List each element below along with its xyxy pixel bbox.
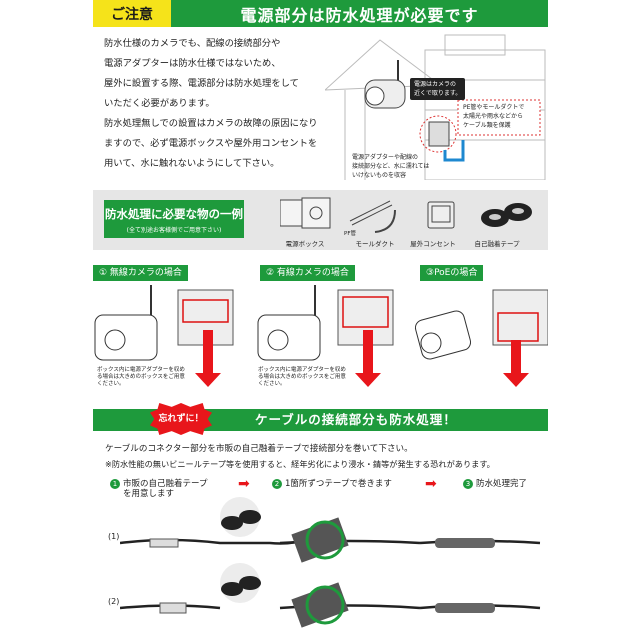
step-text: 市販の自己融着テープ (123, 479, 208, 489)
junction-box-icon (492, 289, 548, 346)
note-line: る場合は大きめのボックスをご用意 (97, 374, 185, 380)
step-text: を用意します (123, 489, 175, 499)
reminder-burst: 忘れずに！ (150, 403, 212, 435)
step-2: 2 1箇所ずつテープで巻きます (272, 479, 392, 489)
note-line: る場合は大きめのボックスをご用意 (258, 374, 346, 380)
item-power-box: 電源ボックス (285, 240, 325, 248)
intro-line: 用いて、水に触れないようにして下さい。 (104, 158, 280, 169)
item-mall-duct: モールダクト (355, 240, 395, 248)
note-line: ボックス内に電源アダプターを収め (97, 367, 185, 373)
tape-icon (481, 203, 532, 227)
pipe-note-line: 太陽光や雨水などから (463, 113, 524, 120)
supplies-icons (280, 197, 532, 233)
camera-icon (364, 60, 406, 109)
box-note-line: いけないものを収容 (352, 172, 407, 179)
intro-line: 屋外に設置する際、電源部分は防水処理をして (104, 78, 299, 89)
note-line: ください。 (97, 381, 125, 387)
intro-text: 防水仕様のカメラでも、配線の接続部分や 電源アダプターは防水仕様ではないため、 … (104, 34, 318, 174)
poe-camera-icon (414, 310, 472, 360)
case-wireless-note: ボックス内に電源アダプターを収め る場合は大きめのボックスをご用意 ください。 (97, 367, 185, 388)
step-text: 防水処理完了 (476, 479, 528, 489)
tape-row-2 (120, 563, 541, 628)
arrow-right-icon: ➡ (238, 476, 250, 492)
duct-icon (349, 200, 396, 233)
step-number: 1 (110, 479, 120, 489)
step-number: 3 (463, 479, 473, 489)
case-wired-label: ② 有線カメラの場合 (260, 265, 355, 281)
step-3: 3 防水処理完了 (463, 479, 527, 489)
box-note-line: 接続部分など、水に濡れては (352, 163, 430, 170)
bubble-line: 電源はカメラの (414, 81, 457, 88)
case-poe-label: ③PoEの場合 (420, 265, 484, 281)
supplies-title: 防水処理に必要な物の一例 (全て別途お客様側でご用意下さい) (104, 200, 244, 238)
arrow-down-icon (503, 340, 529, 387)
case-wireless-label: ① 無線カメラの場合 (93, 265, 188, 281)
intro-line: いただく必要があります。 (104, 98, 215, 109)
bubble-line: 近くで取ります。 (414, 90, 462, 97)
step-text: 1箇所ずつテープで巻きます (285, 479, 392, 489)
intro-line: 防水処理無しでの設置はカメラの故障の原因になり (104, 118, 318, 129)
note-line: ボックス内に電源アダプターを収め (258, 367, 346, 373)
wired-camera-icon (257, 285, 321, 361)
item-pf-pipe: PF管 (344, 231, 356, 237)
outlet-icon (427, 201, 455, 229)
supplies-subtitle: (全て別途お客様側でご用意下さい) (126, 227, 222, 234)
arrow-down-icon (195, 330, 221, 387)
tape-row-1 (120, 497, 541, 563)
house-illustration (325, 34, 546, 180)
arrow-down-icon (355, 330, 381, 387)
intro-line: 電源アダプターは防水仕様ではないため、 (104, 58, 281, 69)
wireless-camera-icon (94, 285, 158, 361)
supplies-heading: 防水処理に必要な物の一例 (105, 207, 243, 221)
row-label: (2) (108, 597, 120, 606)
pipe-note-line: ケーブル類を保護 (463, 122, 511, 129)
intro-line: ますので、必ず電源ボックスや屋外用コンセントを (104, 138, 318, 149)
arrow-right-icon: ➡ (425, 476, 437, 492)
box-note-line: 電源アダプターや配線の (352, 154, 419, 161)
cable-warning: ※防水性能の無いビニールテープ等を使用すると、経年劣化により浸水・錆等が発生する… (105, 459, 495, 469)
item-self-fusing-tape: 自己融着テープ (474, 240, 520, 248)
taping-illustrations (120, 497, 541, 628)
row-label: (1) (108, 532, 120, 541)
case-wired-note: ボックス内に電源アダプターを収め る場合は大きめのボックスをご用意 ください。 (258, 367, 346, 388)
step-1: 1 市販の自己融着テープを用意します (110, 479, 208, 499)
page-title: 電源部分は防水処理が必要です (171, 0, 548, 27)
cable-instruction: ケーブルのコネクター部分を市販の自己融着テープで接続部分を巻いて下さい。 (105, 444, 413, 454)
note-line: ください。 (258, 381, 286, 387)
power-box-icon (280, 197, 331, 229)
intro-line: 防水仕様のカメラでも、配線の接続部分や (104, 38, 281, 49)
case-illustrations (94, 285, 548, 387)
step-number: 2 (272, 479, 282, 489)
pipe-note-line: PE管やモールダクトで (463, 104, 525, 111)
caution-label: ご注意 (93, 0, 171, 27)
item-outdoor-outlet: 屋外コンセント (410, 240, 456, 248)
